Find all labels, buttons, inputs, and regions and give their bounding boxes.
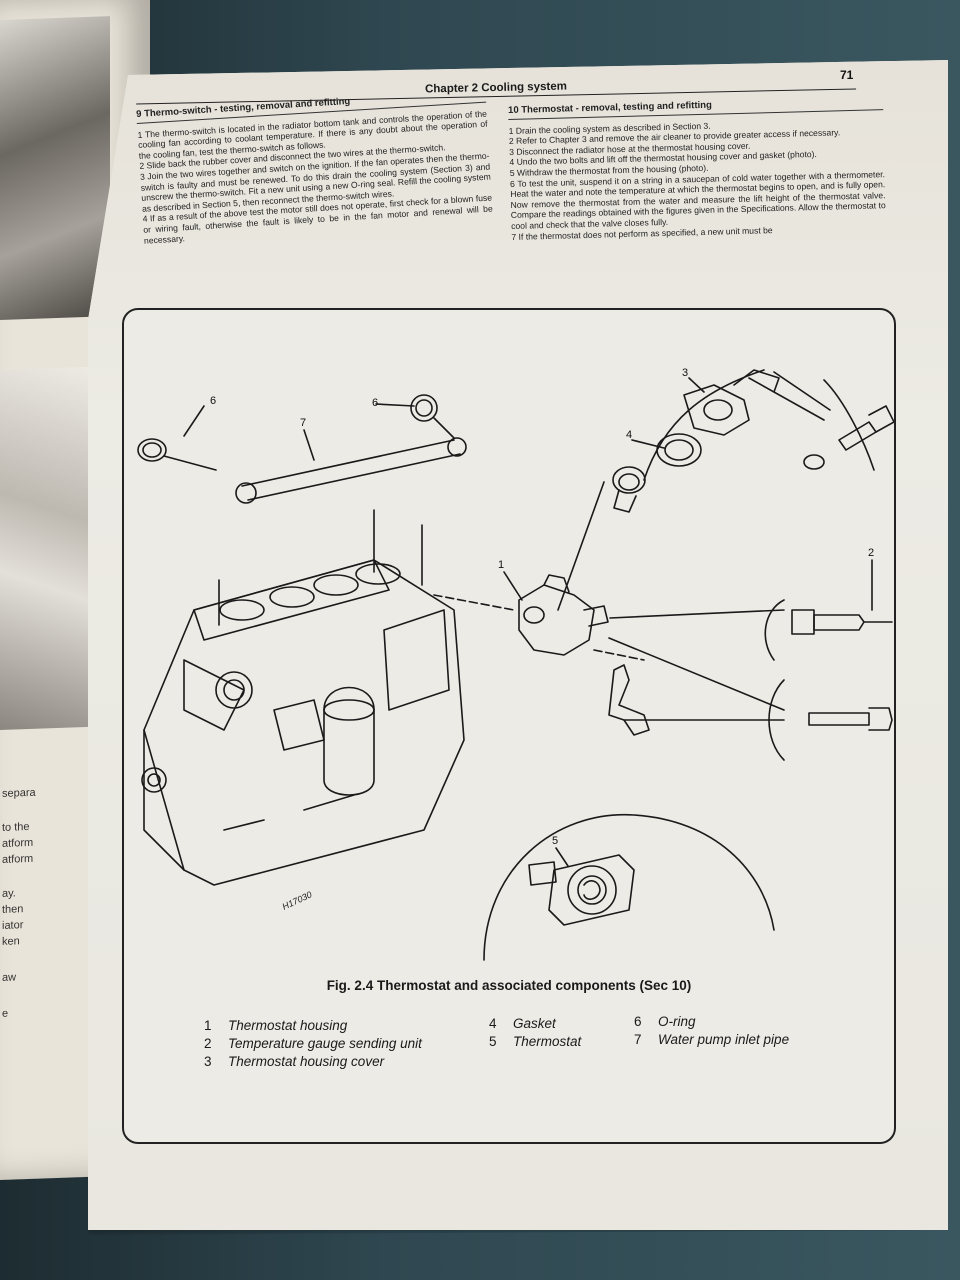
callout-5: 5 — [552, 835, 558, 847]
section-10: 10 Thermostat - removal, testing and ref… — [508, 96, 886, 242]
left-page-text: to the — [2, 820, 30, 834]
detail-circle-top — [643, 369, 875, 481]
thermostat-detail — [528, 854, 635, 926]
callout-7: 7 — [300, 417, 306, 429]
inlet-pipe — [241, 439, 461, 501]
thermostat-part — [612, 466, 646, 513]
gasket — [656, 433, 702, 467]
callout-3: 3 — [682, 367, 688, 379]
left-page-text: iator — [2, 919, 24, 932]
section-10-paragraph: 6 To test the unit, suspend it on a stri… — [509, 168, 886, 231]
left-page-photo-top — [0, 16, 110, 320]
o-ring-right — [410, 394, 438, 422]
housing-bolt — [808, 707, 893, 731]
drawing-number: H17030 — [281, 889, 314, 911]
page-number: 71 — [840, 68, 854, 82]
left-page-photo-bottom — [0, 366, 100, 730]
sending-unit — [791, 609, 893, 635]
left-page-text: then — [2, 903, 24, 916]
callout-1: 1 — [498, 559, 504, 571]
section-9: 9 Thermo-switch - testing, removal and r… — [136, 88, 494, 246]
o-ring-left — [137, 438, 167, 462]
callout-6-left: 6 — [210, 395, 216, 407]
left-page-text: atform — [2, 836, 34, 850]
thermostat-housing — [518, 574, 609, 656]
left-page-text: ken — [2, 935, 20, 948]
left-page-text: separa — [2, 786, 36, 800]
housing-cover — [683, 369, 780, 436]
detail-circle-bottom — [483, 813, 775, 961]
figure-caption: Fig. 2.4 Thermostat and associated compo… — [326, 978, 692, 993]
figure-2-4: 6 6 7 3 4 1 2 5 H17030 Fig. 2.4 Thermost… — [122, 308, 896, 1144]
callout-4: 4 — [626, 429, 632, 441]
left-page-text: atform — [2, 852, 34, 866]
left-page-text: ay. — [2, 887, 16, 900]
bracket — [608, 664, 650, 736]
callout-6-right: 6 — [372, 397, 378, 409]
callout-2: 2 — [868, 547, 874, 559]
engine-block — [141, 509, 465, 886]
left-page-text: aw — [2, 971, 17, 984]
manual-page: 71 Chapter 2 Cooling system 9 Thermo-swi… — [88, 60, 948, 1230]
detail-circle-right — [764, 599, 785, 661]
bolt-top — [803, 405, 894, 470]
exploded-diagram: 6 6 7 3 4 1 2 5 H17030 — [137, 367, 894, 961]
left-page-text: e — [2, 1007, 9, 1020]
